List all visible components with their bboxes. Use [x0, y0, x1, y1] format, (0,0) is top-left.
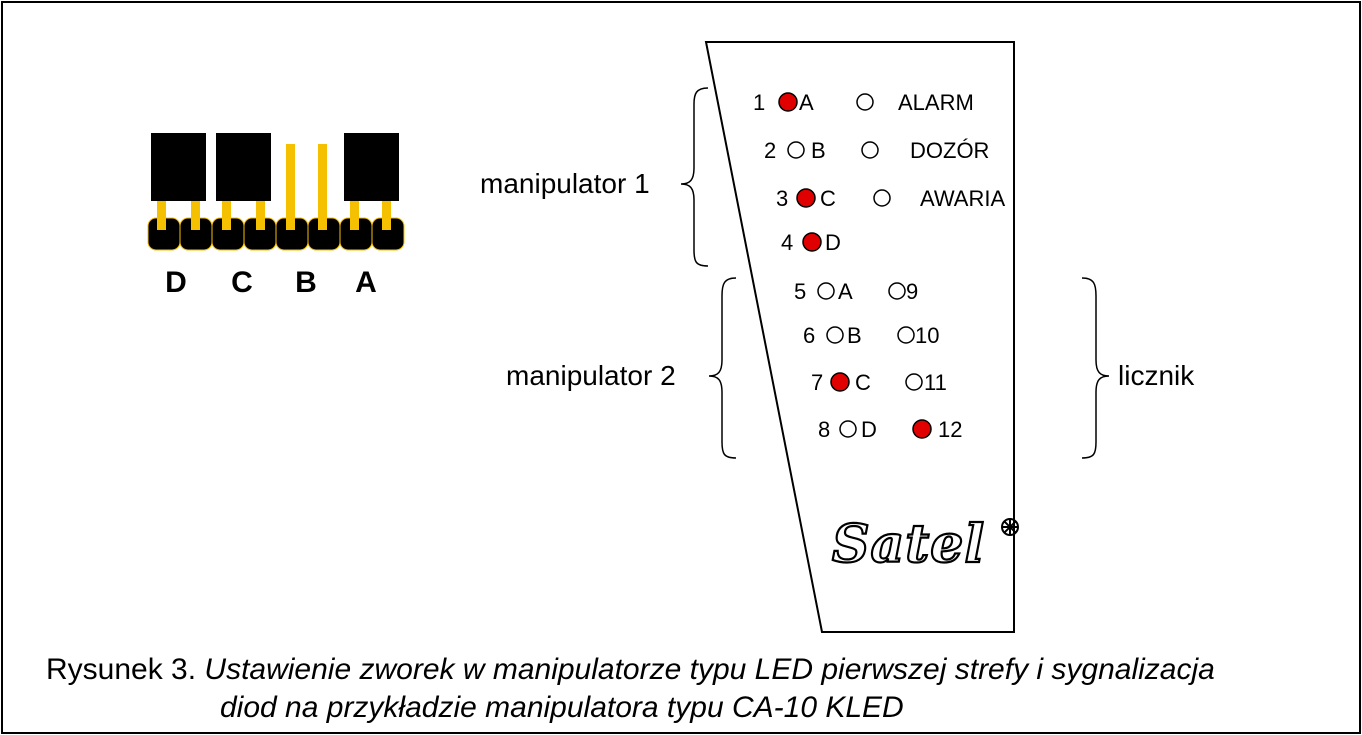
led-2: [787, 141, 805, 159]
pin: [318, 144, 327, 238]
dozor-led: [861, 141, 879, 159]
status-label-dozor: DOZÓR: [910, 138, 989, 163]
led-letter: B: [847, 323, 862, 348]
led-9: [888, 282, 906, 300]
led-letter: D: [825, 230, 841, 255]
led-num-right: 9: [906, 279, 918, 304]
jumper-label-a: A: [355, 266, 377, 299]
led-5: [817, 282, 835, 300]
pin-pads: [147, 217, 405, 251]
led-letter: C: [820, 186, 836, 211]
led-letter: A: [838, 279, 853, 304]
led-num: 8: [818, 417, 830, 442]
led-6: [826, 326, 844, 344]
led-num-right: 11: [924, 370, 947, 395]
caption-text-line-1: Ustawienie zworek w manipulatorze typu L…: [204, 653, 1215, 686]
led-letter: A: [799, 90, 814, 115]
led-num: 6: [803, 323, 815, 348]
braces: [680, 87, 1110, 459]
led-12: [912, 419, 932, 439]
label-manipulator-1: manipulator 1: [480, 168, 650, 199]
registered-mark-icon: [1001, 518, 1019, 536]
satel-logo: Satel: [831, 513, 1019, 576]
pin-tip: [382, 218, 391, 230]
led-num: 1: [753, 90, 765, 115]
pin-tip: [350, 218, 359, 230]
led-10: [897, 326, 915, 344]
jumper-cap-c: [216, 133, 271, 201]
led-1: [778, 92, 798, 112]
awaria-led: [873, 189, 891, 207]
jumper-label-d: D: [165, 266, 187, 299]
pin-tip: [222, 218, 231, 230]
led-num-right: 12: [938, 417, 962, 442]
led-num-right: 10: [915, 323, 939, 348]
brace-manipulator-1: [680, 87, 709, 267]
led-num: 2: [764, 138, 776, 163]
label-licznik: licznik: [1118, 360, 1195, 391]
led-num: 3: [776, 186, 788, 211]
jumper-cap-d: [151, 133, 206, 201]
led-num: 7: [811, 370, 823, 395]
led-letter: C: [855, 370, 871, 395]
keypad-outline: [704, 41, 1015, 633]
led-num: 4: [781, 230, 793, 255]
brace-manipulator-2: [708, 277, 737, 459]
pin-tip: [191, 218, 200, 230]
jumper-label-b: B: [295, 266, 317, 299]
led-letter: B: [811, 138, 826, 163]
label-manipulator-2: manipulator 2: [506, 360, 676, 391]
logo-text: Satel: [832, 514, 985, 575]
brace-licznik: [1081, 277, 1110, 459]
jumper-cap-a: [344, 133, 399, 201]
jumper-label-c: C: [231, 266, 253, 299]
led-7: [830, 372, 850, 392]
caption-label: Rysunek 3.: [46, 653, 197, 686]
jumper-block: D C B A: [147, 133, 405, 299]
pin-tip: [318, 218, 327, 230]
pin-tips: [157, 218, 391, 230]
led-letter: D: [861, 417, 877, 442]
keypad-led-rows-top: 1 A ALARM 2 B DOZÓR 3 C AWARIA 4 D: [753, 90, 1005, 255]
caption-text-line-2: diod na przykładzie manipulatora typu CA…: [220, 691, 904, 724]
status-label-alarm: ALARM: [898, 90, 974, 115]
status-label-awaria: AWARIA: [920, 186, 1005, 211]
pin-tip: [286, 218, 295, 230]
led-11: [905, 373, 923, 391]
figure-caption: Rysunek 3. Ustawienie zworek w manipulat…: [46, 651, 1346, 727]
alarm-led: [856, 93, 874, 111]
keypad-led-rows-bottom: 5 A 9 6 B 10 7 C 11 8 D 12: [794, 279, 962, 442]
led-4: [802, 232, 822, 252]
led-8: [839, 420, 857, 438]
pin-tip: [256, 218, 265, 230]
led-3: [796, 188, 816, 208]
led-num: 5: [794, 279, 806, 304]
pin-tip: [157, 218, 166, 230]
pin: [286, 144, 295, 238]
